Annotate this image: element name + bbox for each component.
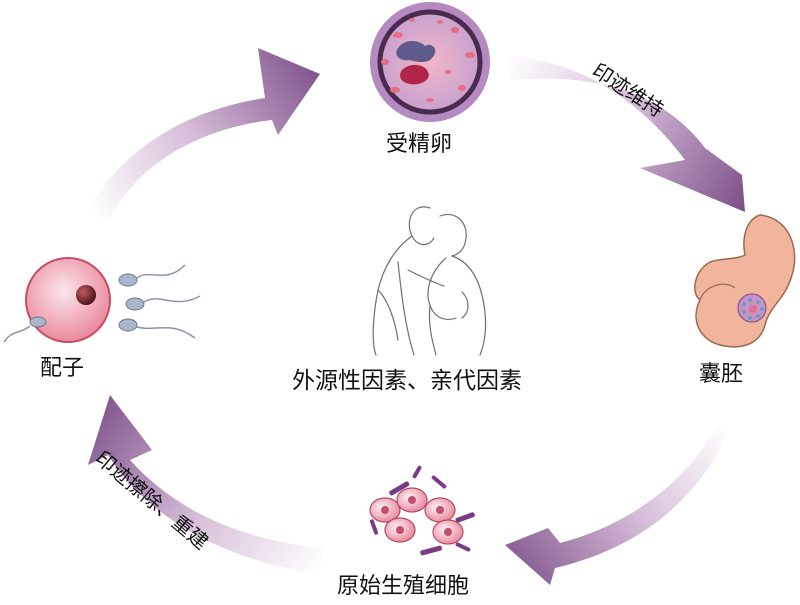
arrow-pgc-to-gametes	[88, 395, 322, 575]
node-label-blastocyst: 囊胚	[699, 362, 744, 387]
center-label-factors: 外源性因素、亲代因素	[292, 368, 522, 394]
arrow-zygote-to-blastocyst	[503, 55, 745, 212]
arrow-gametes-to-zygote	[85, 48, 320, 220]
gametes-icon	[3, 257, 201, 343]
node-label-zygote: 受精卵	[386, 132, 453, 157]
node-label-gametes: 配子	[40, 356, 85, 381]
couple-sketch-icon	[372, 206, 487, 356]
blastocyst-fetus-icon	[694, 214, 796, 348]
node-label-primordial-germ-cells: 原始生殖细胞	[337, 574, 470, 599]
arrow-blastocyst-to-pgc	[505, 418, 735, 585]
primordial-germ-cells-icon	[369, 465, 475, 556]
zygote-icon	[370, 2, 490, 122]
